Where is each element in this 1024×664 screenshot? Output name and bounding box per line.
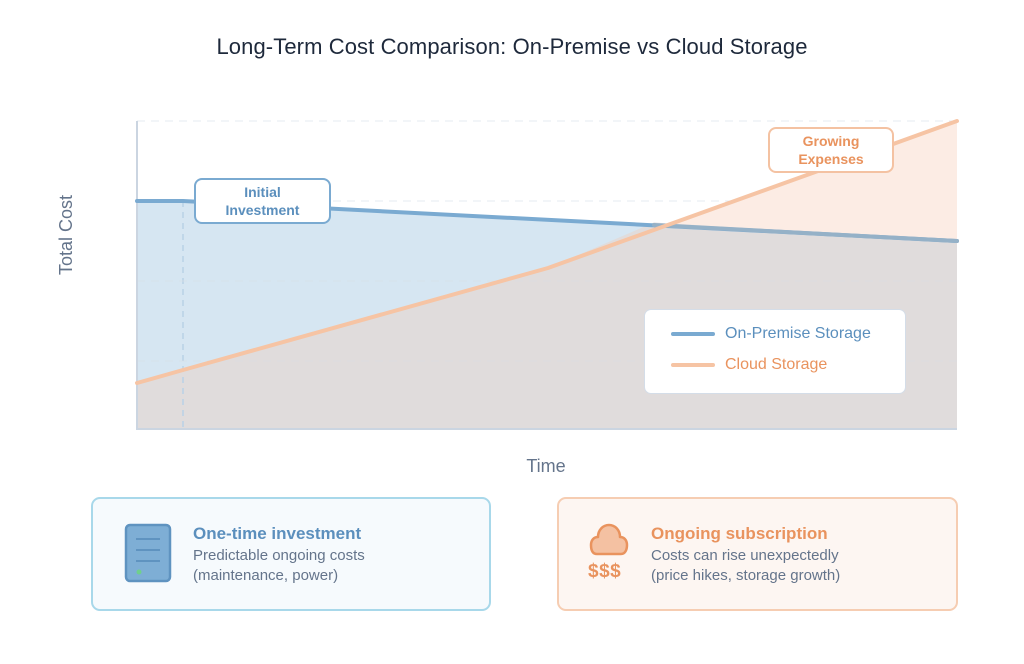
server-icon — [124, 523, 172, 583]
card-title: Ongoing subscription — [651, 524, 828, 543]
growing-expenses-callout: Growing Expenses — [768, 127, 894, 173]
on-premise-info-card: One-time investment Predictable ongoing … — [91, 497, 491, 611]
card-description: Costs can rise unexpectedly (price hikes… — [651, 546, 840, 586]
legend-swatch-on-premise — [671, 332, 715, 336]
callout-line: Investment — [225, 202, 300, 218]
chart-title: Long-Term Cost Comparison: On-Premise vs… — [216, 34, 808, 59]
legend-item-cloud: Cloud Storage — [671, 356, 827, 374]
callout-line: Growing — [802, 133, 860, 149]
callout-line: Expenses — [798, 151, 864, 167]
y-axis-label: Total Cost — [55, 194, 76, 276]
card-description-line: (price hikes, storage growth) — [651, 567, 841, 584]
card-description-line: Predictable ongoing costs — [193, 547, 365, 564]
legend-label: Cloud Storage — [725, 356, 828, 373]
cloud-icon — [589, 523, 629, 556]
cloud-info-card: $$$ Ongoing subscription Costs can rise … — [557, 497, 958, 611]
legend-swatch-cloud — [671, 363, 715, 367]
legend-item-on-premise: On-Premise Storage — [671, 325, 871, 343]
initial-investment-callout: Initial Investment — [194, 178, 331, 224]
callout-line: Initial — [244, 184, 281, 200]
cloud-line — [135, 119, 959, 385]
card-description-line: (maintenance, power) — [193, 567, 339, 584]
card-title: One-time investment — [193, 524, 362, 543]
dollar-signs-icon: $$$ — [588, 561, 622, 582]
card-description-line: Costs can rise unexpectedly — [651, 547, 839, 564]
x-axis-label: Time — [526, 456, 566, 476]
chart-legend: On-Premise Storage Cloud Storage — [644, 309, 906, 394]
legend-label: On-Premise Storage — [725, 325, 871, 342]
card-description: Predictable ongoing costs (maintenance, … — [193, 546, 365, 586]
